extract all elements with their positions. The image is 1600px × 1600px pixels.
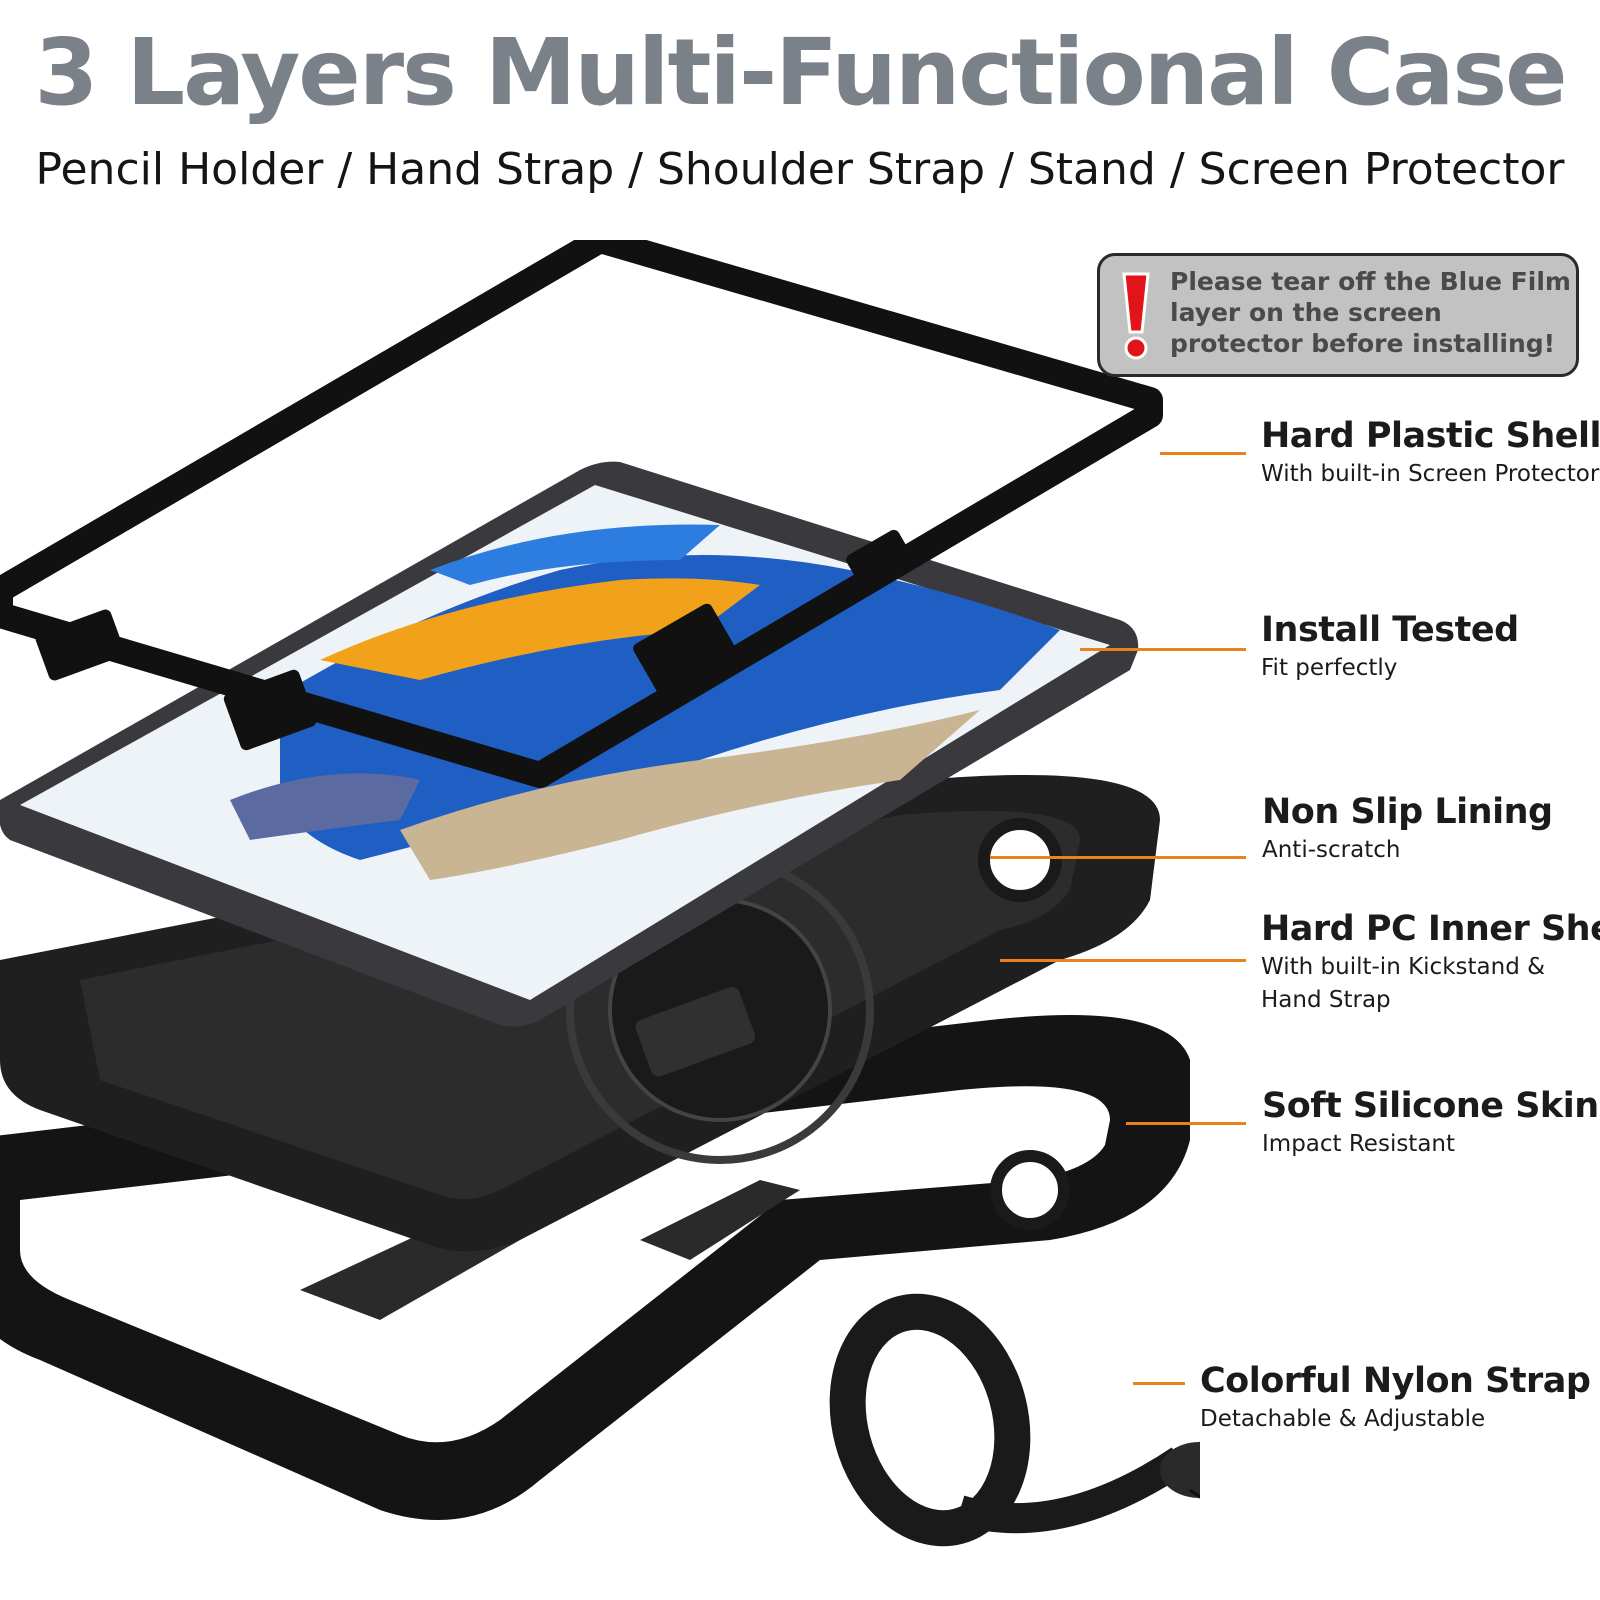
feature-title: Hard PC Inner Shell bbox=[1261, 909, 1600, 949]
exclamation-icon bbox=[1122, 272, 1150, 360]
inner-shell-layer bbox=[0, 775, 1160, 1252]
warning-text: Please tear off the Blue Film layer on t… bbox=[1170, 267, 1571, 358]
feature-desc: Impact Resistant bbox=[1262, 1131, 1456, 1158]
leader-line-install-tested bbox=[1080, 648, 1246, 651]
nylon-strap bbox=[829, 1293, 1200, 1547]
plastic-shell-frame bbox=[0, 240, 1163, 788]
feature-soft-silicone-skin: Soft Silicone Skin Impact Resistant bbox=[1262, 1086, 1599, 1161]
page-title: 3 Layers Multi-Functional Case bbox=[34, 19, 1567, 126]
leader-line-non-slip-lining bbox=[990, 856, 1246, 859]
feature-title: Hard Plastic Shell bbox=[1261, 416, 1600, 456]
feature-desc: Hand Strap bbox=[1261, 987, 1391, 1014]
feature-title: Colorful Nylon Strap bbox=[1200, 1361, 1591, 1401]
feature-colorful-nylon-strap: Colorful Nylon Strap Detachable & Adjust… bbox=[1200, 1361, 1591, 1436]
feature-desc: Anti-scratch bbox=[1262, 837, 1401, 864]
feature-desc: With built-in Kickstand & bbox=[1261, 954, 1546, 981]
feature-title: Install Tested bbox=[1261, 610, 1519, 650]
feature-desc: Fit perfectly bbox=[1261, 655, 1398, 682]
warning-callout: Please tear off the Blue Film layer on t… bbox=[1097, 253, 1579, 377]
feature-install-tested: Install Tested Fit perfectly bbox=[1261, 610, 1519, 685]
feature-non-slip-lining: Non Slip Lining Anti-scratch bbox=[1262, 792, 1553, 867]
feature-title: Soft Silicone Skin bbox=[1262, 1086, 1599, 1126]
case-layers-illustration bbox=[0, 240, 1200, 1547]
feature-title: Non Slip Lining bbox=[1262, 792, 1553, 832]
leader-line-soft-silicone-skin bbox=[1126, 1122, 1246, 1125]
feature-desc: With built-in Screen Protector bbox=[1261, 461, 1600, 488]
feature-hard-pc-inner-shell: Hard PC Inner Shell With built-in Kickst… bbox=[1261, 909, 1600, 1017]
feature-desc: Detachable & Adjustable bbox=[1200, 1406, 1486, 1433]
page-subtitle: Pencil Holder / Hand Strap / Shoulder St… bbox=[35, 144, 1565, 195]
leader-line-colorful-nylon-strap bbox=[1133, 1382, 1185, 1385]
leader-line-hard-plastic-shell bbox=[1160, 452, 1246, 455]
leader-line-hard-pc-inner-shell bbox=[1000, 959, 1246, 962]
feature-hard-plastic-shell: Hard Plastic Shell With built-in Screen … bbox=[1261, 416, 1600, 491]
